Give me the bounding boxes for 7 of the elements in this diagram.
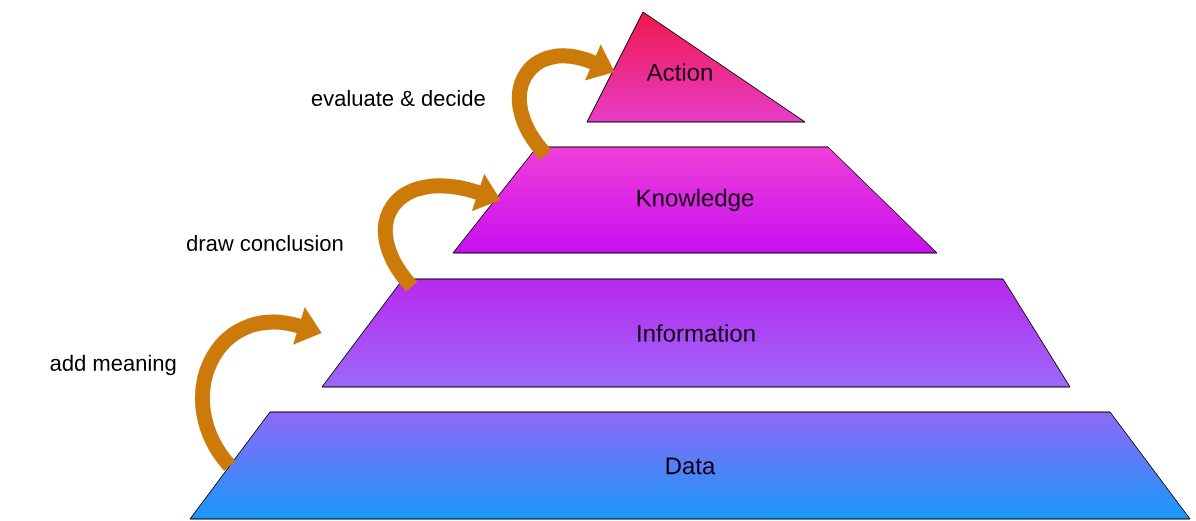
pyramid-level: Action	[586, 11, 806, 123]
edge-label: add meaning	[50, 354, 176, 376]
pyramid-level: Data	[189, 411, 1191, 520]
pyramid-level: Information	[321, 278, 1071, 388]
edge-label: evaluate & decide	[311, 89, 485, 107]
edge-label: draw conclusion	[187, 234, 343, 252]
pyramid-level: Knowledge	[452, 146, 938, 254]
